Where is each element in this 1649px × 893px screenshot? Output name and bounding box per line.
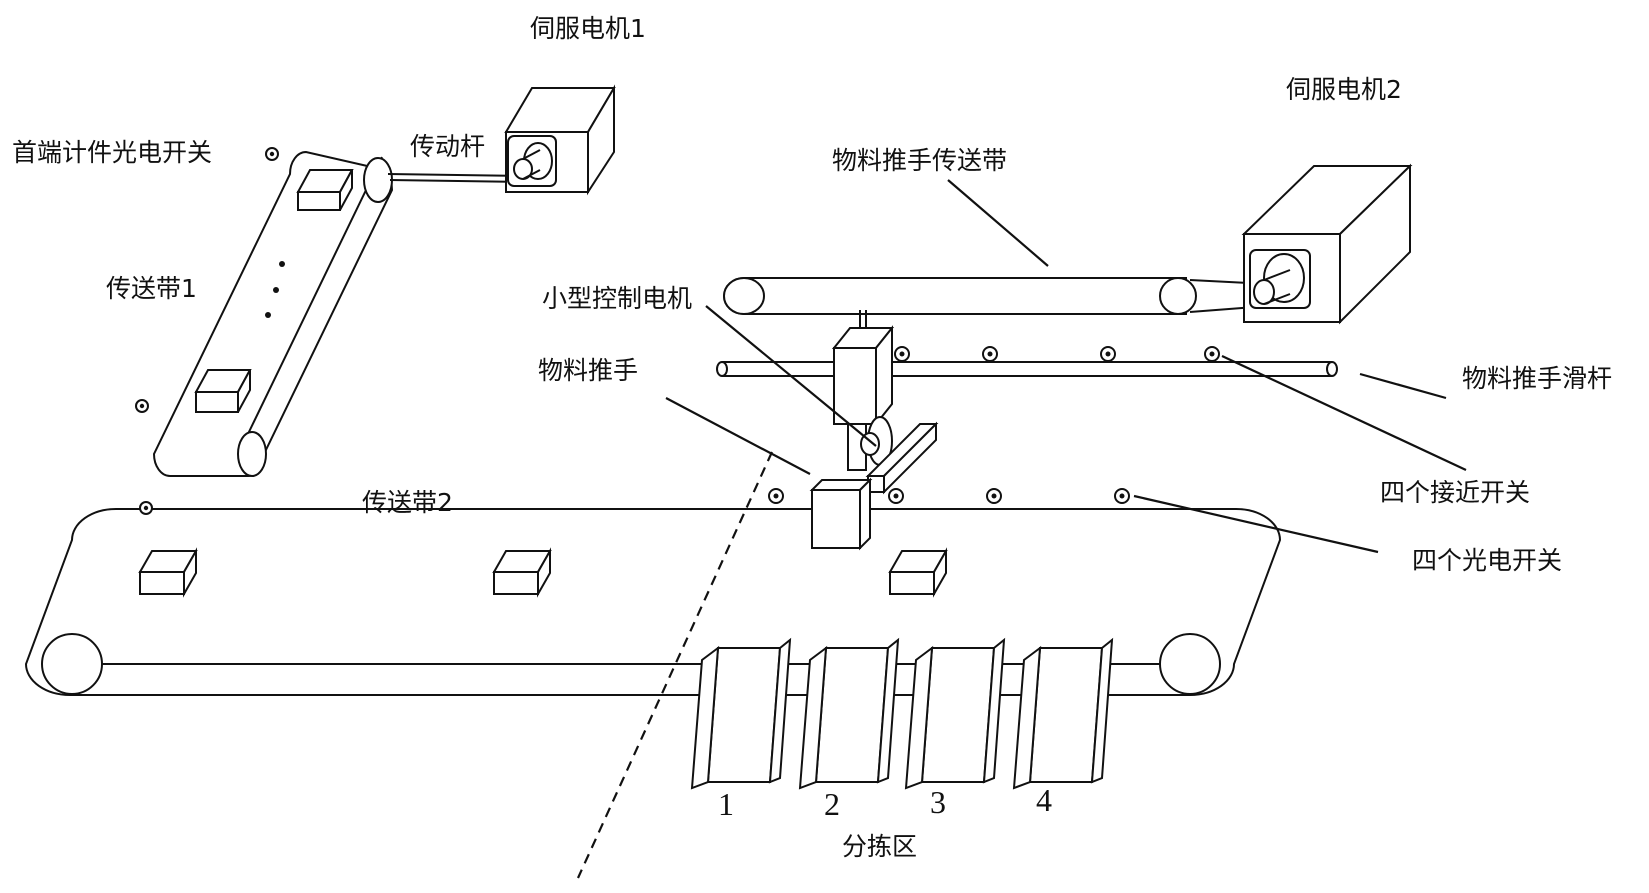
pusher-slide-rod: [716, 361, 1338, 377]
left-photo-switch-low: [139, 501, 153, 515]
label-four-proximity-switches: 四个接近开关: [1380, 478, 1531, 507]
label-small-control-motor: 小型控制电机: [542, 284, 693, 313]
sorting-bin-1: [690, 637, 792, 790]
belt-1-item-bottom: [194, 369, 252, 413]
photo-switch-2: [888, 488, 904, 504]
photo-switch-1: [768, 488, 784, 504]
ellipsis-dots: [265, 261, 285, 318]
belt-2-item-1: [138, 547, 198, 598]
photo-switch-4: [1114, 488, 1130, 504]
label-material-pusher: 物料推手: [538, 356, 639, 385]
pusher-conveyor-belt: [723, 277, 1269, 315]
label-sorting-area: 分拣区: [842, 832, 918, 861]
belt-2-item-2: [492, 547, 552, 598]
head-counting-photo-switch: [265, 147, 279, 161]
servo-motor-2: [1241, 163, 1413, 325]
leader-slide-rod: [1359, 372, 1447, 400]
sorting-bin-4: [1012, 637, 1114, 790]
photo-switch-3: [986, 488, 1002, 504]
belt-1-item-top: [296, 169, 354, 211]
sorting-bin-2: [798, 637, 900, 790]
proximity-switch-1: [894, 346, 910, 362]
leader-photo-switches: [1133, 494, 1379, 554]
leader-small-control-motor: [705, 305, 877, 447]
drive-rod: [387, 173, 523, 183]
label-conveyor-1: 传送带1: [106, 274, 197, 303]
leader-proximity-switches: [1221, 355, 1467, 471]
belt-2-item-3: [888, 547, 948, 598]
small-control-motor: [831, 310, 895, 471]
label-servo-motor-2: 伺服电机2: [1286, 75, 1402, 104]
bin-number-4: 4: [1036, 782, 1052, 818]
leader-pusher-belt: [947, 179, 1049, 267]
material-pusher: [809, 421, 939, 551]
label-drive-rod: 传动杆: [410, 132, 486, 161]
bin-number-3: 3: [930, 784, 946, 820]
label-head-counting-switch: 首端计件光电开关: [12, 138, 213, 167]
label-conveyor-2: 传送带2: [362, 488, 453, 517]
proximity-switch-2: [982, 346, 998, 362]
sorting-bin-3: [904, 637, 1006, 790]
left-photo-switch-mid: [135, 399, 149, 413]
label-servo-motor-1: 伺服电机1: [530, 14, 646, 43]
bin-number-2: 2: [824, 786, 840, 822]
leader-material-pusher: [665, 397, 811, 475]
servo-motor-1: [504, 84, 616, 196]
label-four-photo-switches: 四个光电开关: [1412, 546, 1563, 575]
label-pusher-slide-rod: 物料推手滑杆: [1462, 364, 1613, 393]
proximity-switch-3: [1100, 346, 1116, 362]
proximity-switch-4: [1204, 346, 1220, 362]
bin-number-1: 1: [718, 786, 734, 822]
conveyor-belt-1: [152, 150, 394, 477]
label-pusher-belt: 物料推手传送带: [832, 146, 1008, 175]
